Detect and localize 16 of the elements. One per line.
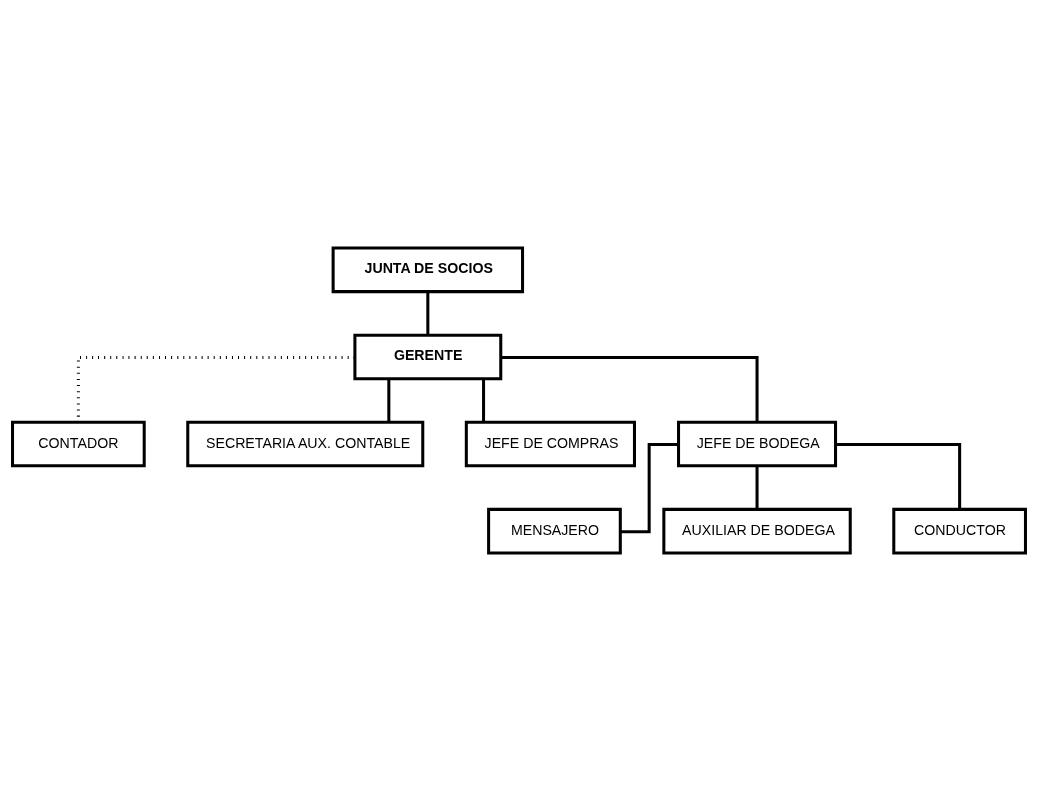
node-box: JEFE DE COMPRAS bbox=[464, 420, 636, 467]
node-box: GERENTE bbox=[353, 333, 503, 380]
node-box: JEFE DE BODEGA bbox=[677, 420, 838, 467]
connector bbox=[387, 378, 391, 422]
node-box: SECRETARIA AUX. CONTABLE bbox=[186, 420, 425, 467]
node-box: AUXILIAR DE BODEGA bbox=[662, 507, 852, 554]
connector bbox=[482, 378, 486, 422]
node-box: JUNTA DE SOCIOS bbox=[331, 246, 525, 293]
connector bbox=[755, 465, 759, 509]
connector bbox=[500, 355, 759, 422]
connector bbox=[620, 442, 679, 533]
connector bbox=[426, 291, 430, 335]
node-box: CONTADOR bbox=[11, 420, 146, 467]
connector bbox=[835, 442, 962, 509]
node-box: MENSAJERO bbox=[487, 507, 622, 554]
node-box: CONDUCTOR bbox=[892, 507, 1027, 554]
